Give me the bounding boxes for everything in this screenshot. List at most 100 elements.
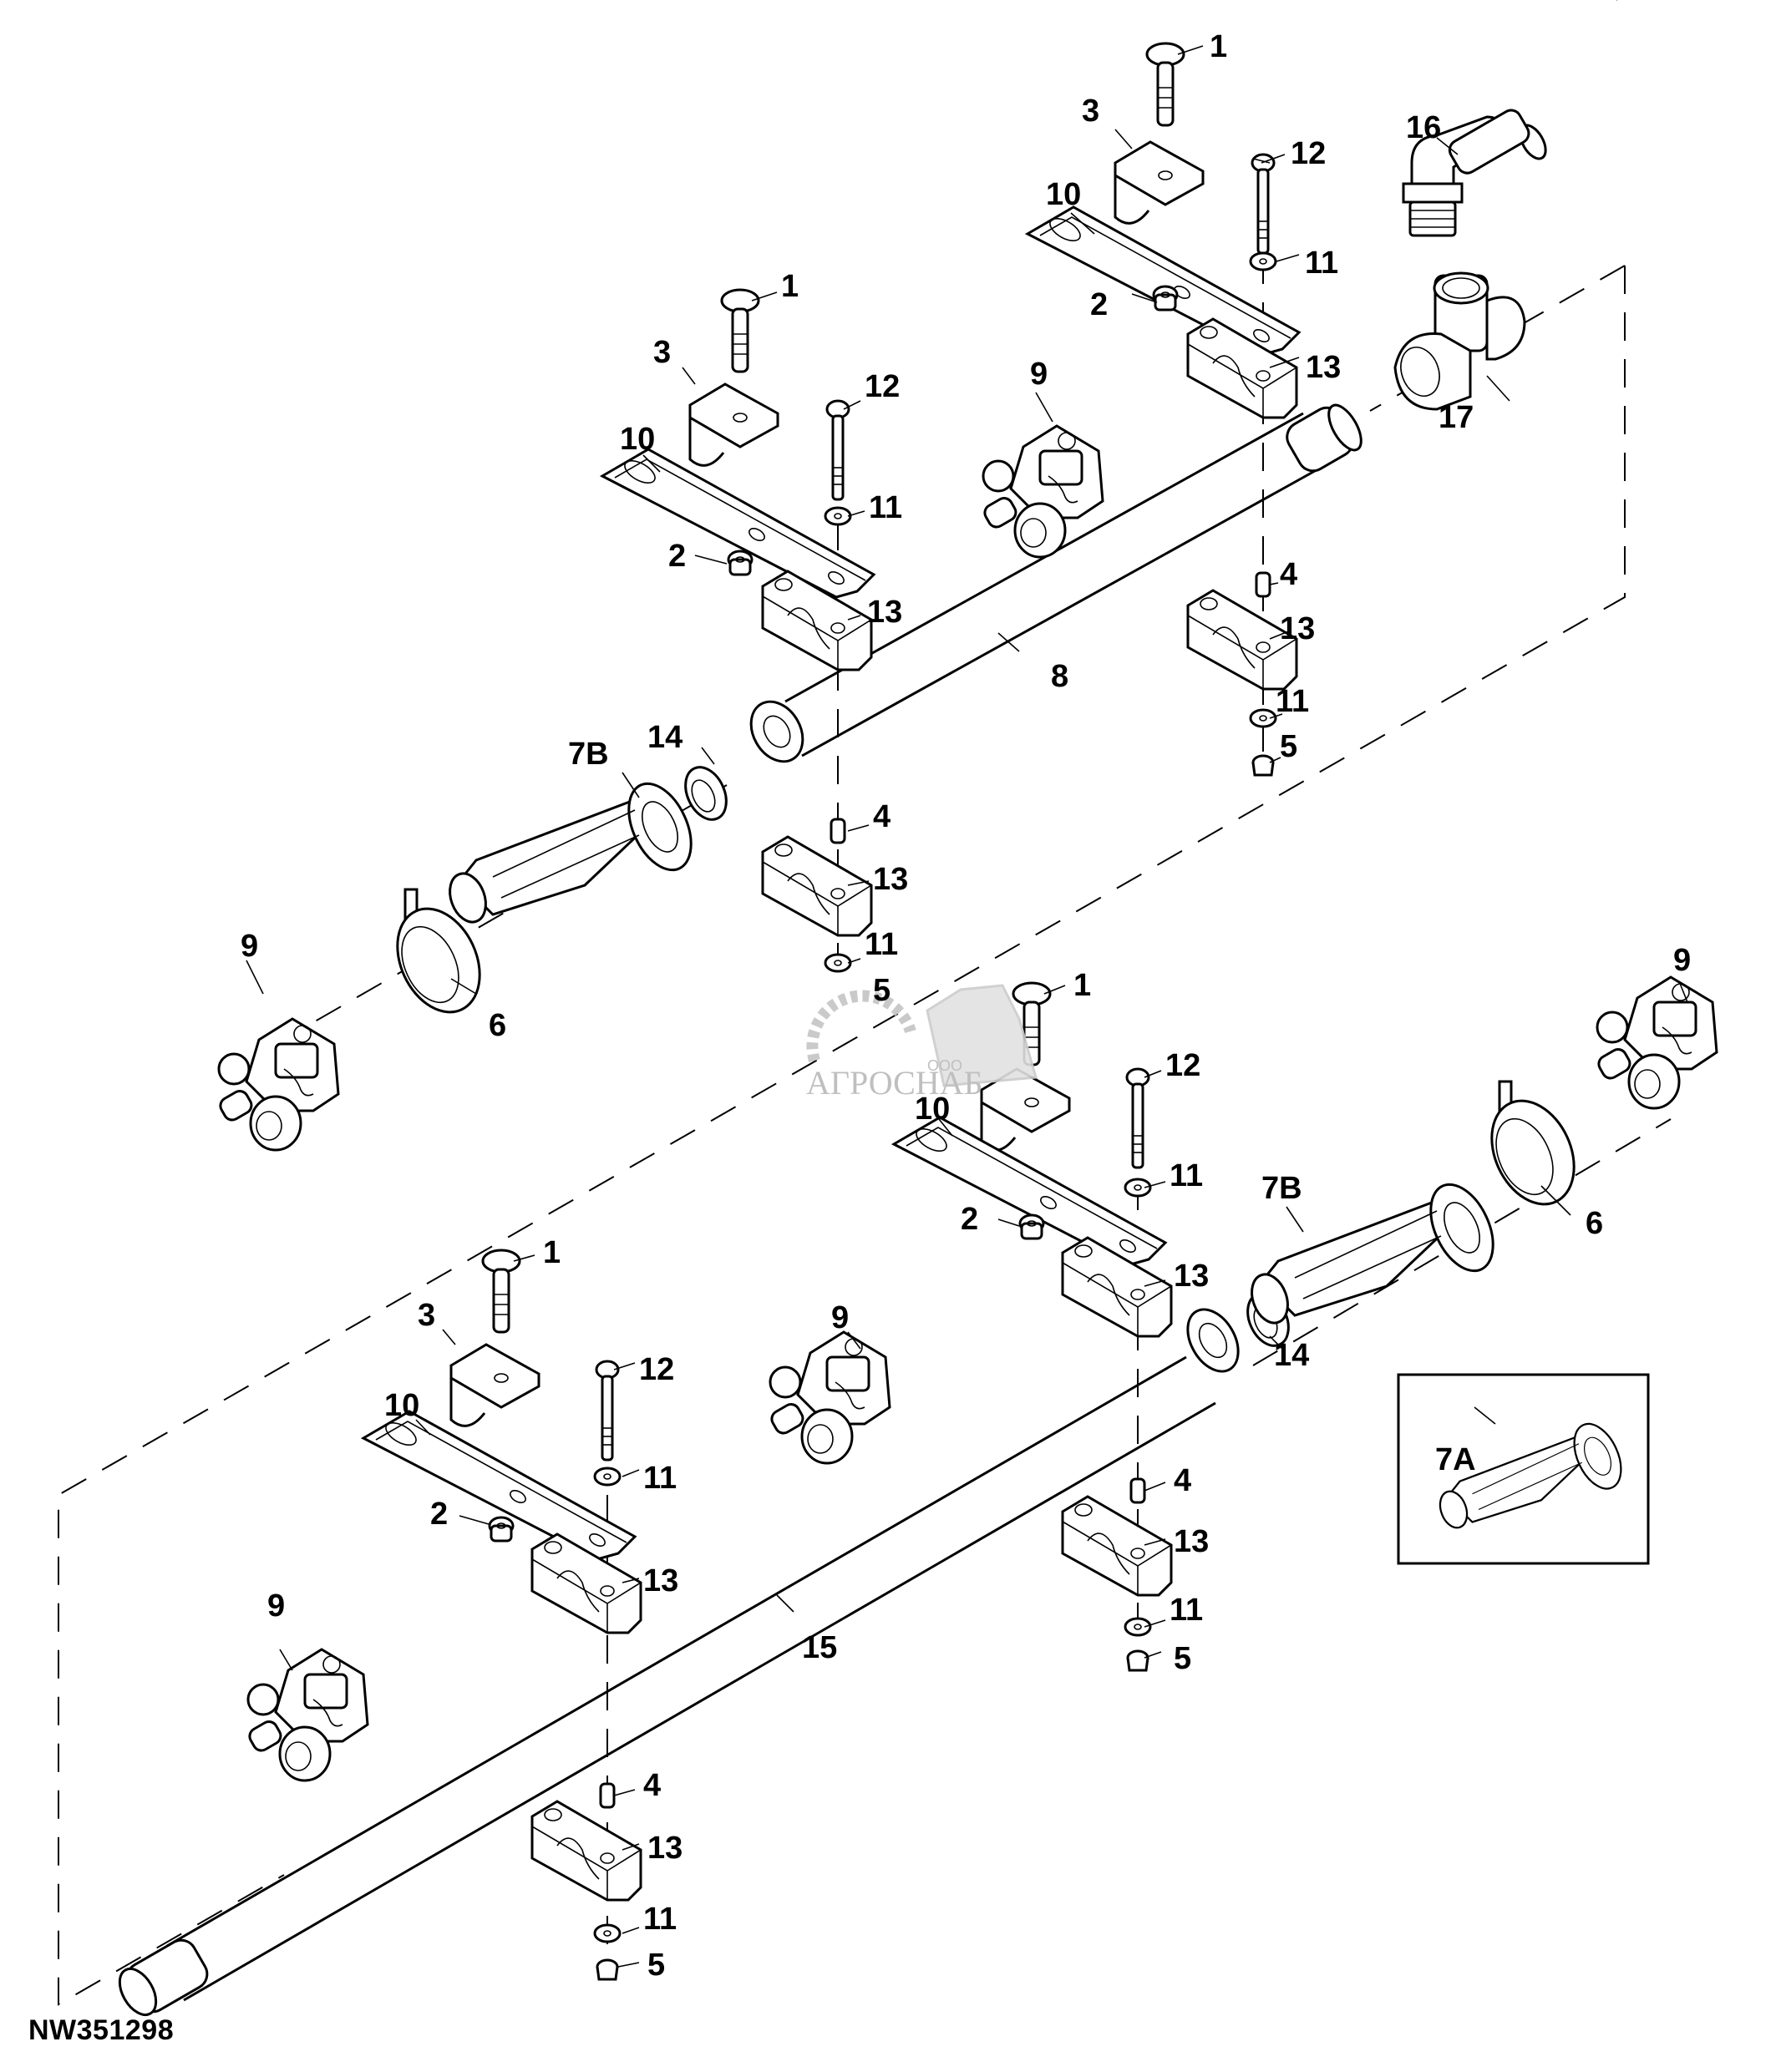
part-11-washer-lower [593, 1923, 622, 1943]
callout-7b: 7B [1261, 1171, 1302, 1206]
callout-2: 2 [961, 1202, 978, 1237]
callout-13-lower: 13 [647, 1831, 682, 1866]
part-4-spacer [1255, 571, 1271, 598]
part-13-pipe-clamp-lower [530, 1800, 642, 1902]
part-1-carriage-bolt [481, 1249, 521, 1334]
callout-2: 2 [430, 1497, 448, 1532]
callout-7b: 7B [568, 737, 609, 772]
callout-11-lower: 11 [1276, 684, 1309, 719]
part-10-mounting-strap [892, 1116, 1167, 1267]
part-12-cap-screw [595, 1360, 620, 1462]
part-9-nozzle-body [980, 424, 1104, 559]
callout-9-right: 9 [1673, 943, 1691, 978]
part-9-nozzle-body-left [216, 1017, 340, 1152]
callout-9-left: 9 [267, 1588, 285, 1624]
callout-4: 4 [643, 1768, 661, 1803]
callout-1: 1 [1210, 29, 1227, 64]
part-5-lock-nut [596, 1958, 619, 1981]
callout-9: 9 [831, 1300, 849, 1335]
part-6-coupling-collar [1474, 1080, 1591, 1219]
callout-13: 13 [1306, 350, 1341, 385]
callout-14: 14 [1274, 1338, 1309, 1373]
part-7b-filter [442, 773, 705, 929]
pipe-15 [118, 1308, 1240, 2016]
callout-4: 4 [873, 799, 891, 834]
part-2-flange-nut [727, 550, 754, 576]
part-4-spacer [830, 818, 846, 844]
callout-11-lower: 11 [1170, 1593, 1203, 1628]
figure-id-label: NW351298 [28, 2014, 175, 2046]
callout-6: 6 [1586, 1206, 1603, 1241]
callout-12: 12 [1165, 1048, 1200, 1083]
part-5-lock-nut [1251, 754, 1275, 777]
part-3-clip-bracket [449, 1343, 540, 1427]
callout-11-lower: 11 [865, 927, 898, 962]
part-14-o-ring [676, 759, 736, 828]
callout-13: 13 [867, 595, 902, 630]
part-12-cap-screw [1125, 1067, 1150, 1169]
part-9-nozzle-body [767, 1330, 891, 1465]
callout-5: 5 [1174, 1641, 1191, 1676]
callout-11: 11 [869, 490, 902, 525]
part-1-carriage-bolt [720, 288, 760, 373]
pipe-8 [749, 403, 1362, 763]
watermark-prefix: ООО [927, 1057, 962, 1074]
callout-13-lower: 13 [1174, 1524, 1209, 1559]
callout-12: 12 [1291, 136, 1326, 171]
callout-2: 2 [668, 539, 686, 574]
callout-1: 1 [543, 1235, 561, 1270]
callout-5: 5 [873, 973, 891, 1008]
callout-12: 12 [639, 1352, 674, 1387]
callout-11-lower: 11 [643, 1902, 677, 1937]
part-2-flange-nut [1018, 1213, 1045, 1240]
lower-left-mount-group [245, 1249, 642, 1981]
callout-11: 11 [1170, 1158, 1203, 1193]
callout-13-lower: 13 [873, 862, 908, 897]
callout-10: 10 [384, 1388, 419, 1423]
callout-9-left: 9 [241, 929, 258, 964]
part-11-washer-lower [824, 953, 852, 973]
upper-right-mount-group [1026, 42, 1547, 777]
part-3-clip-bracket [688, 382, 779, 467]
callout-11: 11 [643, 1461, 677, 1496]
callout-3: 3 [1082, 94, 1099, 129]
part-17-tee-fitting [1393, 271, 1526, 411]
part-12-cap-screw [825, 399, 850, 501]
callout-5: 5 [647, 1948, 665, 1983]
callout-10: 10 [915, 1092, 950, 1127]
callout-3: 3 [653, 335, 671, 370]
part-9-nozzle-body [245, 1648, 369, 1782]
part-9-nozzle-body-right [1594, 975, 1718, 1110]
callout-6: 6 [489, 1008, 506, 1043]
part-5-lock-nut [1126, 1649, 1149, 1672]
callout-7a: 7A [1435, 1442, 1476, 1477]
inset-7a [1397, 1373, 1650, 1565]
part-2-flange-nut [1152, 285, 1179, 312]
part-3-clip-bracket [1114, 140, 1205, 225]
callout-13: 13 [1174, 1259, 1209, 1294]
callout-4: 4 [1174, 1463, 1191, 1498]
callout-15: 15 [802, 1630, 837, 1665]
part-16-elbow-fitting [1402, 109, 1547, 237]
callout-10: 10 [620, 422, 655, 457]
watermark-name: АГРОСНАБ [806, 1064, 983, 1102]
part-11-washer [824, 506, 852, 526]
callout-labels: 1 3 12 10 11 2 13 16 17 4 13 11 5 1 3 12… [241, 29, 1691, 1983]
part-2-flange-nut [488, 1516, 515, 1543]
callout-4: 4 [1280, 557, 1297, 592]
part-13-pipe-clamp-lower [1061, 1495, 1173, 1597]
part-1-carriage-bolt [1145, 42, 1185, 127]
part-4-spacer [599, 1782, 616, 1809]
callout-13: 13 [643, 1563, 678, 1598]
callout-3: 3 [418, 1298, 435, 1333]
part-13-pipe-clamp-lower [761, 835, 873, 937]
part-4-spacer [1129, 1477, 1146, 1504]
callout-2: 2 [1090, 287, 1108, 322]
part-12-cap-screw [1251, 153, 1276, 255]
callout-1: 1 [781, 269, 799, 304]
callout-leaders [246, 45, 1688, 1968]
gear-logo-icon [806, 990, 916, 1063]
callout-14: 14 [647, 720, 682, 755]
callout-8: 8 [1051, 659, 1068, 694]
